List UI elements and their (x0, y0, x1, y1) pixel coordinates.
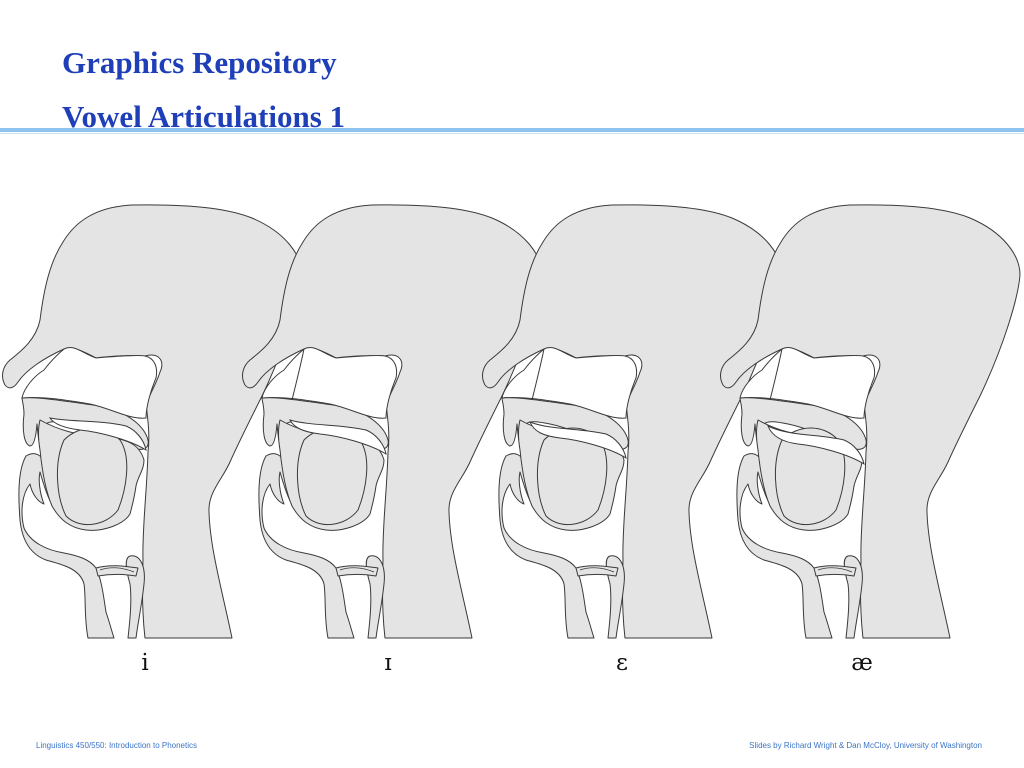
footer-credits: Slides by Richard Wright & Dan McCloy, U… (749, 741, 982, 750)
oral-gap-i (48, 417, 147, 452)
vowel-label-i: i (141, 650, 149, 676)
oral-gap-ɛ (529, 421, 627, 460)
oral-gap-æ (767, 424, 865, 466)
palate-i (21, 347, 158, 419)
slide-title: Graphics Repository (62, 45, 337, 80)
vowel-articulation-diagram (2, 204, 1021, 639)
title-rule (0, 128, 1024, 132)
oral-gap-ɪ (289, 419, 387, 456)
head-diagram-i (2, 204, 303, 639)
vowel-label-ae: æ (851, 650, 873, 676)
palate-æ (739, 347, 876, 419)
slide-subtitle: Vowel Articulations 1 (62, 99, 346, 134)
title-rule-thin (0, 133, 1024, 134)
vowel-label-small-cap-i: ɪ (384, 650, 392, 676)
footer-course: Linguistics 450/550: Introduction to Pho… (36, 741, 197, 750)
vowel-label-open-e: ɛ (616, 650, 628, 676)
palate-ɪ (261, 347, 398, 419)
palate-ɛ (501, 347, 638, 419)
title-block: Graphics Repository Vowel Articulations … (62, 36, 345, 144)
